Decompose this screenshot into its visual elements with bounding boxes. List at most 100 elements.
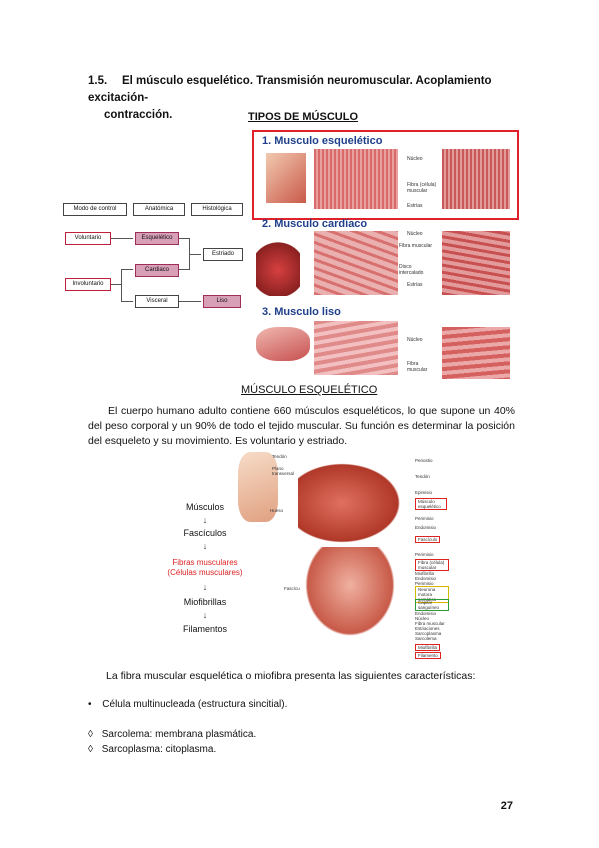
label-disco: Disco intercalado: [399, 264, 424, 276]
estriado-box: Estriado: [203, 248, 243, 261]
type-1-title: 1. Musculo esquelético: [262, 135, 383, 147]
flow-arrow: ↓: [202, 582, 208, 592]
anat-label: Perimisio: [415, 581, 434, 586]
diamond-mark: ◊: [88, 729, 93, 740]
anat-box-fasciculo: Fascículo: [415, 536, 441, 543]
section-title-line1: El músculo esquelético. Transmisión neur…: [88, 75, 492, 104]
cardiaco-box: Cardiaco: [135, 264, 179, 277]
anat-label: Sarcoplasma: [415, 631, 442, 636]
anat-label: Estriaciones: [415, 626, 440, 631]
flow-arrow: ↓: [202, 610, 208, 620]
muscle-types-figure: 1. Musculo esquelético Núcleo Fibra (cél…: [252, 127, 519, 380]
anat-label: Epimisio: [415, 490, 433, 495]
cardiac-tissue-image: [314, 231, 398, 295]
skeletal-highlight: [252, 130, 519, 220]
heart-illustration: [256, 238, 300, 296]
section-title-line2: contracción.: [104, 109, 173, 121]
anat-box-miofibrilla: Miofibrilla: [415, 644, 441, 651]
label-nucleo-3: Núcleo: [407, 337, 423, 343]
label-fibra-2: Fibra muscular: [399, 243, 433, 249]
body-paragraph: El cuerpo humano adulto contiene 660 mús…: [88, 404, 515, 449]
flow-arrow: ↓: [202, 541, 208, 551]
anat-label: Endomisio: [415, 611, 437, 616]
connector: [189, 254, 201, 255]
connector: [179, 269, 189, 270]
smooth-micrograph: [442, 327, 510, 379]
anat-label: Periostio: [415, 458, 433, 463]
anat-label: Endomisio: [415, 525, 437, 530]
classification-diagram: Modo de control Anatómica Histológica Vo…: [63, 203, 253, 313]
flow-miofibrillas: Miofibrillas: [183, 597, 227, 607]
bullet-2: ◊ Sarcolema: membrana plasmática.: [88, 729, 256, 740]
section-heading: 1.5.El músculo esquelético. Transmisión …: [88, 73, 528, 124]
voluntario-box: Voluntario: [65, 232, 111, 245]
liso-box: Liso: [203, 295, 241, 308]
anat-box-musculo: Músculo esquelético: [415, 498, 447, 510]
type-3-title: 3. Musculo liso: [262, 306, 341, 318]
skeletal-micrograph: [442, 149, 510, 209]
connector: [179, 301, 201, 302]
bullet-3-text: Sarcoplasma: citoplasma.: [101, 744, 217, 755]
cardiac-micrograph: [442, 231, 510, 295]
paragraph-text: El cuerpo humano adulto contiene 660 mús…: [88, 405, 515, 447]
anat-label: Sarcolema: [415, 636, 437, 641]
anat-label: Perimisio: [415, 552, 434, 557]
anat-box-fibra: Fibra (célula) muscular: [415, 559, 449, 571]
connector: [111, 284, 121, 285]
anat-box-capilar: Capilar sanguíneo: [415, 599, 449, 611]
page-number: 27: [500, 800, 513, 812]
section-number: 1.5.: [88, 75, 108, 87]
flow-arrow: ↓: [202, 515, 208, 525]
arm-bone-illustration: [238, 452, 278, 522]
label-fibra: Fibra (célula) muscular: [407, 182, 437, 194]
col-modo-control: Modo de control: [63, 203, 127, 216]
tipos-title: TIPOS DE MÚSCULO: [248, 111, 359, 123]
muscle-structure-figure: Músculos ↓ Fascículos ↓ Fibras musculare…: [150, 452, 450, 662]
connector: [121, 269, 122, 301]
label-nucleo-2: Núcleo: [407, 231, 423, 237]
bullet-2-text: Sarcolema: membrana plasmática.: [101, 729, 257, 740]
bullet-3: ◊ Sarcoplasma: citoplasma.: [88, 744, 216, 755]
involuntario-box: Involuntario: [65, 278, 111, 291]
connector: [179, 238, 189, 239]
flow-celulas: (Células musculares): [167, 568, 243, 577]
type-2-title: 2. Musculo cardíaco: [262, 218, 368, 230]
connector: [121, 269, 133, 270]
label-tendon: Tendón: [272, 454, 287, 459]
diamond-mark: ◊: [88, 744, 93, 755]
label-fibra-3: Fibra muscular: [407, 361, 428, 373]
anat-label: Núcleo: [415, 616, 430, 621]
label-hueso: Hueso: [270, 508, 284, 513]
connector: [121, 301, 133, 302]
label-estrias: Estrías: [407, 203, 423, 209]
visceral-box: Visceral: [135, 295, 179, 308]
bullet-1: • Célula multinucleada (estructura sinci…: [88, 699, 287, 710]
anat-label: Perimisio: [415, 516, 434, 521]
flow-fasciculos: Fascículos: [183, 528, 227, 538]
esqueletico-title: MÚSCULO ESQUELÉTICO: [241, 384, 378, 396]
connector: [111, 238, 133, 239]
arm-illustration: [266, 153, 306, 203]
intestine-illustration: [256, 327, 310, 361]
flow-musculos: Músculos: [185, 502, 224, 512]
bullet-mark: •: [88, 699, 92, 710]
esqueletico-box: Esquelético: [135, 232, 179, 245]
flow-filamentos: Filamentos: [182, 624, 227, 634]
label-plano: Plano transversal: [272, 466, 295, 476]
label-fasciculo: Fascículo: [284, 586, 304, 591]
fascicle-illustration: [300, 547, 400, 642]
muscle-bundle-illustration: [298, 458, 408, 548]
intro-text: La fibra muscular esquelética o miofibra…: [106, 670, 476, 682]
anat-label: Endomisio: [415, 576, 437, 581]
bullet-1-text: Célula multinucleada (estructura sinciti…: [102, 699, 288, 710]
skeletal-tissue-image: [314, 149, 398, 209]
col-anatomica: Anatómica: [133, 203, 185, 216]
label-nucleo: Núcleo: [407, 156, 423, 162]
anat-label: Fibra muscular: [415, 621, 445, 626]
anat-label: Miofibrilla: [415, 571, 435, 576]
col-histologica: Histológica: [191, 203, 243, 216]
smooth-tissue-image: [314, 321, 398, 375]
label-estrias-2: Estrías: [407, 282, 423, 288]
flow-fibras: Fibras musculares: [172, 558, 238, 567]
anat-label: Tendón: [415, 474, 430, 479]
